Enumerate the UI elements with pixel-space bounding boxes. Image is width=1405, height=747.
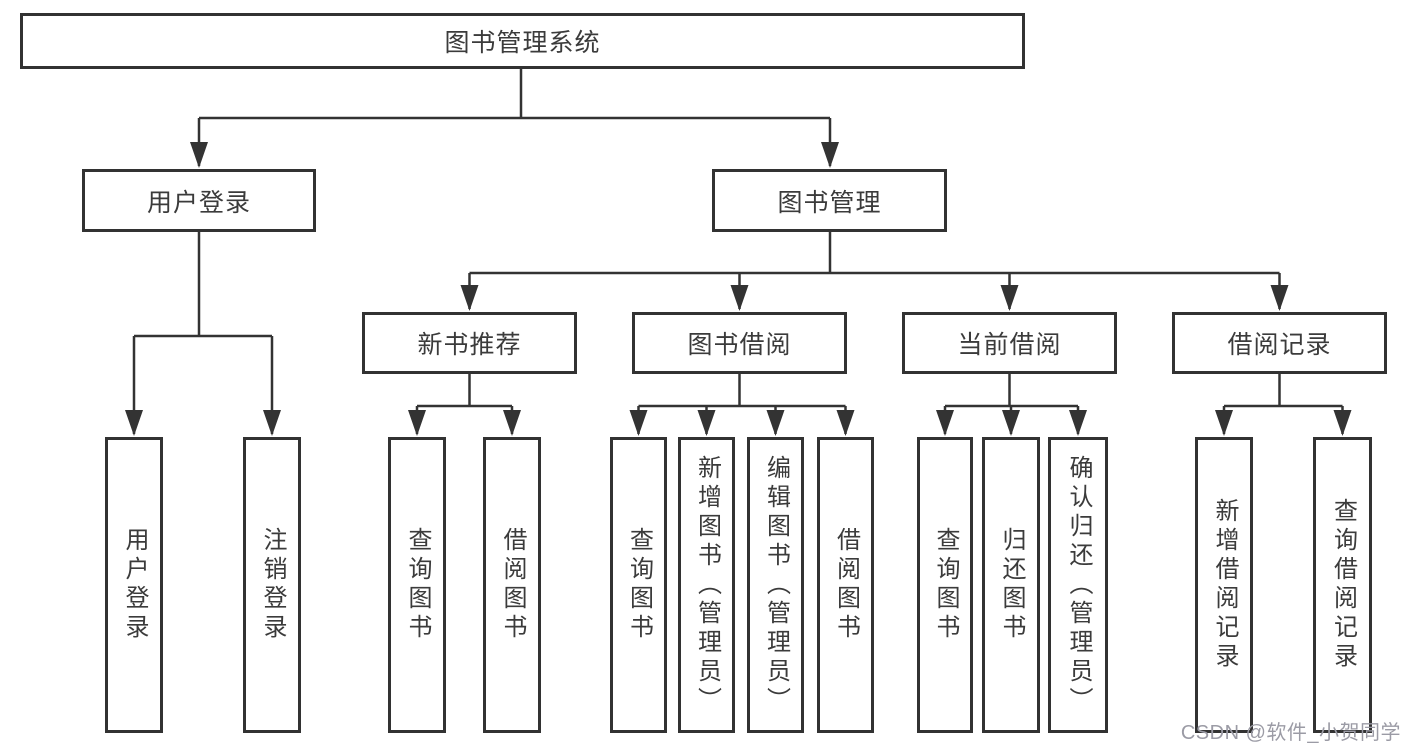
node-user-login: 用户登录 <box>82 169 316 232</box>
node-system-root-label: 图书管理系统 <box>444 29 601 57</box>
leaf-borrow-edit-book-admin-label: 编辑图书（管理员） <box>762 454 790 716</box>
leaf-logout: 注销登录 <box>243 437 301 733</box>
node-book-management-label: 图书管理 <box>777 188 882 217</box>
leaf-current-return-book-label: 归还图书 <box>998 527 1025 643</box>
arrowheads-new-book-recommend-leaves <box>408 410 521 436</box>
leaf-recommend-borrow-book: 借阅图书 <box>483 437 541 733</box>
connector-new-book-recommend-to-leaves <box>415 374 514 434</box>
arrowheads-user-login-leaves <box>125 410 281 436</box>
node-new-book-recommend-label: 新书推荐 <box>417 331 522 359</box>
leaf-current-query-book: 查询图书 <box>917 437 973 733</box>
arrowheads-level3 <box>460 285 1289 311</box>
leaf-borrow-borrow-book: 借阅图书 <box>817 437 874 733</box>
leaf-user-login-label: 用户登录 <box>121 527 148 643</box>
leaf-user-login: 用户登录 <box>105 437 163 733</box>
node-book-management: 图书管理 <box>712 169 947 232</box>
node-book-borrow: 图书借阅 <box>632 312 847 374</box>
arrowheads-current-borrow-leaves <box>936 410 1087 436</box>
leaf-borrow-edit-book-admin: 编辑图书（管理员） <box>747 437 804 733</box>
node-new-book-recommend: 新书推荐 <box>362 312 577 374</box>
leaf-recommend-borrow-book-label: 借阅图书 <box>499 527 526 643</box>
connector-borrow-records-to-leaves <box>1222 374 1344 434</box>
leaf-current-return-book: 归还图书 <box>982 437 1040 733</box>
node-user-login-label: 用户登录 <box>146 188 251 217</box>
node-book-borrow-label: 图书借阅 <box>687 331 792 359</box>
leaf-current-confirm-return-admin: 确认归还（管理员） <box>1048 437 1108 733</box>
node-current-borrow: 当前借阅 <box>902 312 1117 374</box>
leaf-borrow-query-book-label: 查询图书 <box>625 527 653 643</box>
leaf-records-add-record-label: 新增借阅记录 <box>1211 498 1238 672</box>
leaf-logout-label: 注销登录 <box>259 527 286 643</box>
node-current-borrow-label: 当前借阅 <box>957 331 1062 359</box>
leaf-records-add-record: 新增借阅记录 <box>1195 437 1253 733</box>
node-system-root: 图书管理系统 <box>20 13 1025 69</box>
watermark: CSDN @软件_小贺同学 <box>1180 722 1401 744</box>
leaf-records-query-record-label: 查询借阅记录 <box>1329 498 1357 672</box>
leaf-recommend-query-book-label: 查询图书 <box>404 527 431 643</box>
connector-book-borrow-to-leaves <box>637 374 847 434</box>
connector-root-to-level2 <box>197 69 832 166</box>
leaf-current-query-book-label: 查询图书 <box>932 527 959 643</box>
leaf-borrow-add-book-admin-label: 新增图书（管理员） <box>693 454 721 716</box>
leaf-recommend-query-book: 查询图书 <box>388 437 446 733</box>
arrowheads-level2 <box>190 142 839 168</box>
node-borrow-records-label: 借阅记录 <box>1227 331 1332 359</box>
leaf-current-confirm-return-admin-label: 确认归还（管理员） <box>1065 454 1092 716</box>
arrowheads-book-borrow-leaves <box>629 410 855 436</box>
leaf-records-query-record: 查询借阅记录 <box>1313 437 1372 733</box>
leaf-borrow-add-book-admin: 新增图书（管理员） <box>678 437 735 733</box>
node-borrow-records: 借阅记录 <box>1172 312 1387 374</box>
connector-user-login-to-leaves <box>132 232 274 434</box>
arrowheads-borrow-records-leaves <box>1215 410 1352 436</box>
leaf-borrow-query-book: 查询图书 <box>610 437 667 733</box>
connector-book-management-to-level3 <box>468 232 1281 309</box>
leaf-borrow-borrow-book-label: 借阅图书 <box>832 527 860 643</box>
